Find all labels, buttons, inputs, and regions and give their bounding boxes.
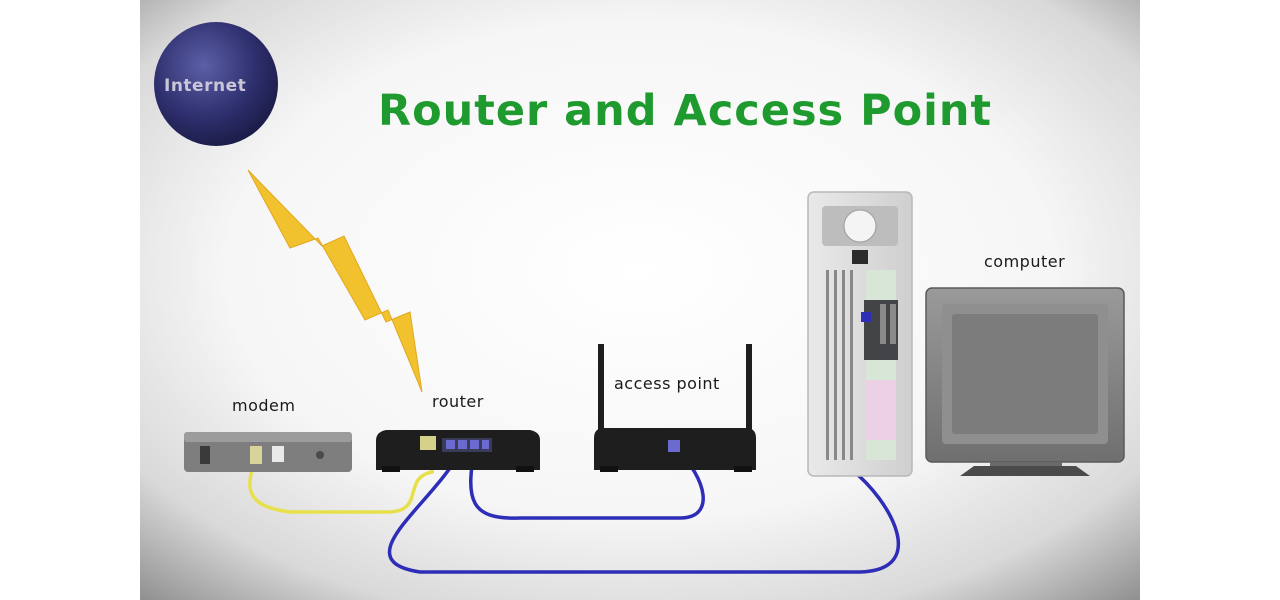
diagram-title: Router and Access Point <box>378 86 993 136</box>
internet-label: Internet <box>164 76 247 96</box>
lightning-bolt-icon <box>247 169 423 393</box>
router-device <box>376 430 540 472</box>
access-point-device <box>594 344 756 472</box>
internet-globe <box>154 22 278 146</box>
computer-monitor <box>925 287 1125 476</box>
yellow-cable <box>248 438 434 514</box>
computer-tower <box>807 191 913 477</box>
modem-device <box>184 432 352 472</box>
diagram-canvas <box>140 0 1140 600</box>
diagram-svg <box>140 0 1140 600</box>
router-label: router <box>432 392 484 411</box>
access-point-label: access point <box>614 374 720 393</box>
computer-label: computer <box>984 252 1066 271</box>
modem-label: modem <box>232 396 296 415</box>
blue-cable-router-ap <box>469 445 705 520</box>
